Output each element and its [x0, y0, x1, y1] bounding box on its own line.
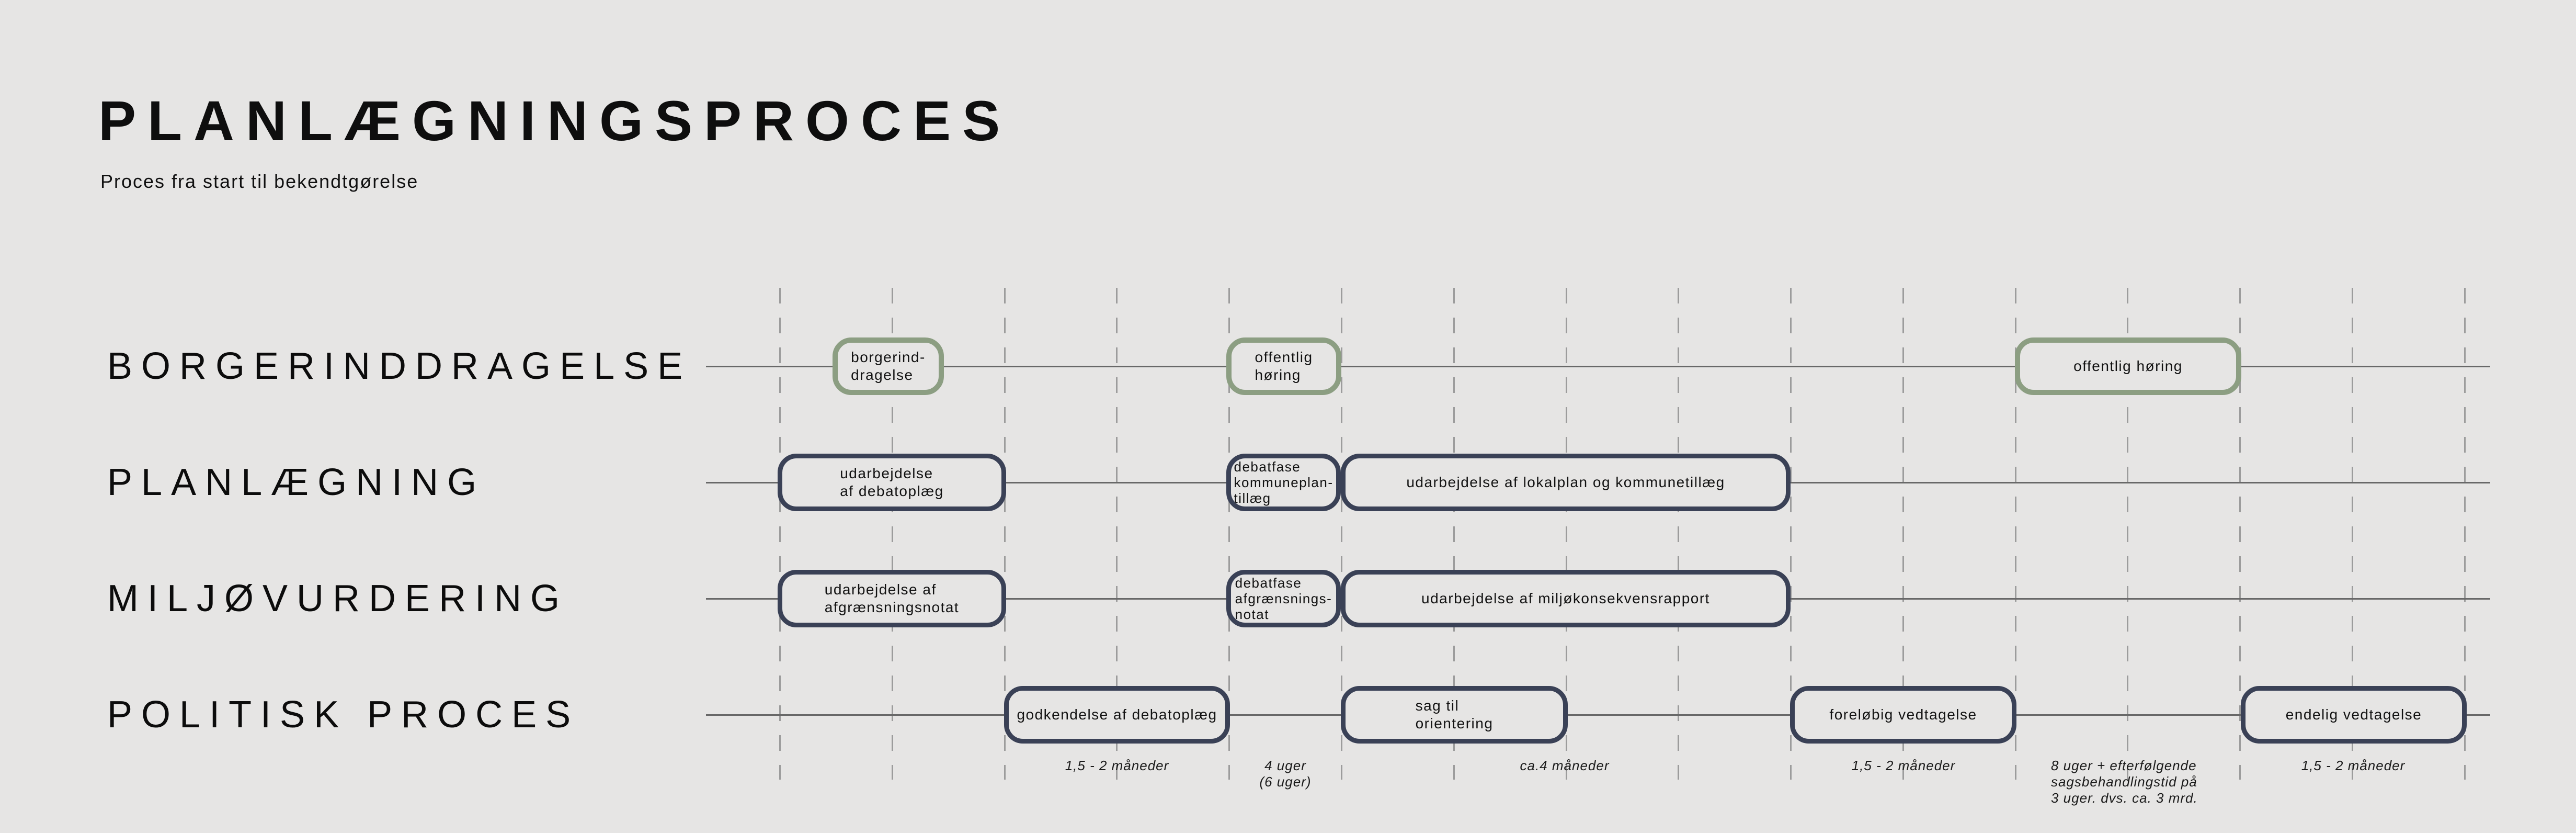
- timeline-gridline: [2352, 288, 2353, 780]
- box-label: offentlig høring: [1255, 349, 1313, 383]
- timeline-gridline: [2015, 288, 2016, 780]
- timeline-gridline: [1566, 288, 1567, 780]
- box-debatfase-kommuneplantillaeg: debatfase kommuneplan- tillæg: [1226, 454, 1341, 511]
- box-label: foreløbig vedtagelse: [1829, 706, 1977, 723]
- box-label: endelig vedtagelse: [2285, 706, 2422, 723]
- lane-label-miljoevurdering: MILJØVURDERING: [107, 578, 569, 620]
- box-udarbejdelse-afgraensningsnotat: udarbejdelse af afgrænsningsnotat: [778, 570, 1006, 627]
- timeline-gridline: [1341, 288, 1342, 780]
- lane-label-planlaegning: PLANLÆGNING: [107, 461, 486, 503]
- box-udarbejdelse-lokalplan: udarbejdelse af lokalplan og kommunetill…: [1341, 454, 1791, 511]
- duration-label-3: ca.4 måneder: [1520, 758, 1610, 773]
- timeline-gridline: [1116, 288, 1118, 780]
- page-title: PLANLÆGNINGSPROCES: [98, 89, 1012, 152]
- box-label: sag til orientering: [1415, 697, 1494, 731]
- box-udarbejdelse-miljoekonsekvensrapport: udarbejdelse af miljøkonsekvensrapport: [1341, 570, 1791, 627]
- box-borgerinddragelse: borgerind- dragelse: [833, 337, 944, 395]
- duration-label-1: 1,5 - 2 måneder: [1065, 758, 1169, 773]
- box-foreloebig-vedtagelse: foreløbig vedtagelse: [1790, 686, 2016, 744]
- box-label: udarbejdelse af afgrænsningsnotat: [824, 581, 960, 615]
- lane-label-borgerinddragelse: BORGERINDDRAGELSE: [107, 345, 692, 387]
- box-label: udarbejdelse af lokalplan og kommunetill…: [1406, 474, 1725, 490]
- timeline-gridline: [779, 288, 781, 780]
- box-label: debatfase kommuneplan- tillæg: [1234, 459, 1333, 506]
- lane-label-politisk-proces: POLITISK PROCES: [107, 694, 580, 736]
- box-label: debatfase afgrænsnings- notat: [1235, 575, 1332, 622]
- timeline-gridline: [1790, 288, 1792, 780]
- lane-rail-borgerinddragelse: [706, 366, 2490, 367]
- box-label: borgerind- dragelse: [851, 349, 926, 383]
- box-label: udarbejdelse af debatoplæg: [840, 465, 944, 499]
- box-sag-til-orientering: sag til orientering: [1341, 686, 1568, 744]
- duration-label-5: 8 uger + efterfølgende sagsbehandlingsti…: [2051, 758, 2198, 806]
- timeline-gridline: [2239, 288, 2241, 780]
- lane-rail-politisk-proces: [706, 714, 2490, 716]
- duration-label-2: 4 uger (6 uger): [1259, 758, 1312, 790]
- timeline-gridline: [1902, 288, 1904, 780]
- box-debatfase-afgraensningsnotat: debatfase afgrænsnings- notat: [1226, 570, 1341, 627]
- box-label: godkendelse af debatoplæg: [1017, 706, 1217, 723]
- timeline-gridline: [1678, 288, 1679, 780]
- timeline-gridline: [1004, 288, 1006, 780]
- box-udarbejdelse-debatoplaeg: udarbejdelse af debatoplæg: [778, 454, 1006, 511]
- box-label: udarbejdelse af miljøkonsekvensrapport: [1421, 590, 1710, 606]
- timeline-gridline: [1228, 288, 1230, 780]
- duration-label-6: 1,5 - 2 måneder: [2301, 758, 2406, 773]
- box-offentlig-hoering-plan: offentlig høring: [2015, 337, 2241, 395]
- timeline-gridline: [1453, 288, 1455, 780]
- page-subtitle: Proces fra start til bekendtgørelse: [100, 171, 419, 192]
- box-godkendelse-debatoplaeg: godkendelse af debatoplæg: [1004, 686, 1230, 744]
- timeline-gridline: [892, 288, 893, 780]
- box-offentlig-hoering-debatfase: offentlig høring: [1226, 337, 1341, 395]
- timeline-gridline: [2464, 288, 2466, 780]
- duration-label-4: 1,5 - 2 måneder: [1851, 758, 1956, 773]
- box-label: offentlig høring: [2073, 358, 2183, 374]
- box-endelig-vedtagelse: endelig vedtagelse: [2241, 686, 2467, 744]
- timeline-gridline: [2127, 288, 2128, 780]
